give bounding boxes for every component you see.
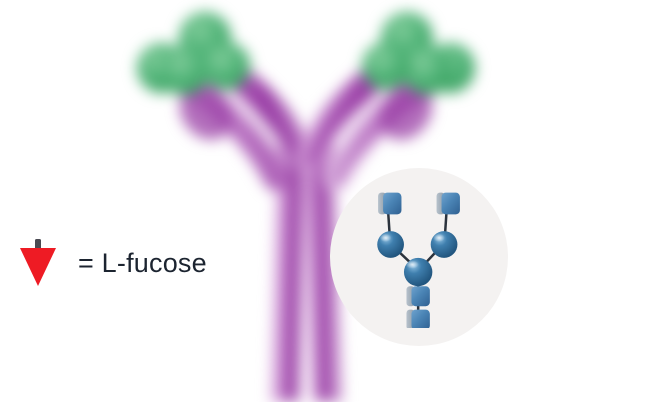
antibody-arm-right: [298, 12, 475, 191]
legend-label: = L-fucose: [78, 247, 207, 278]
glycan-node-glcnac-core-lower: [406, 309, 430, 328]
antibody-arm-left: [137, 12, 314, 191]
glycan-node-mannose-left: [377, 231, 404, 258]
l-fucose-triangle-icon: [20, 239, 56, 286]
biantennary-n-glycan: [377, 192, 460, 328]
variable-region-tips-right: [362, 12, 475, 95]
glycan-node-glcnac-left-top: [378, 192, 402, 215]
fc-stem: [271, 135, 342, 402]
glycan-node-mannose-core: [403, 257, 433, 287]
glycan-node-glcnac-right-top: [436, 192, 460, 215]
glycan-node-mannose-right: [430, 231, 458, 258]
variable-region-tips-left: [137, 12, 250, 95]
glycan-node-glcnac-core-upper: [406, 286, 430, 307]
legend: = L-fucose: [14, 237, 207, 289]
